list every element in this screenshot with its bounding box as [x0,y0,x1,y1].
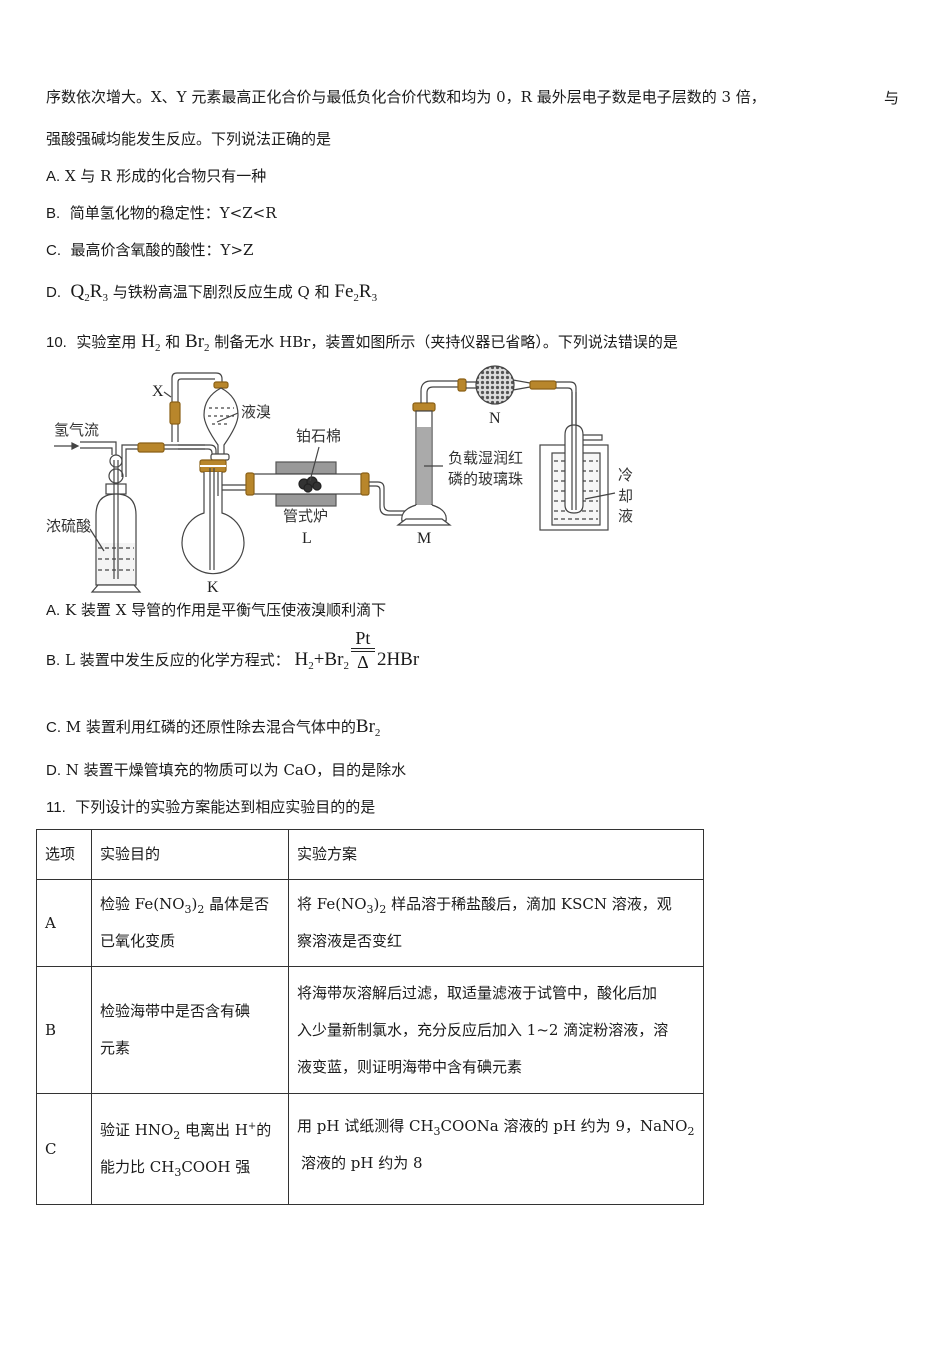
table-row: C 验证 HNO2 电离出 H+的 能力比 CH3COOH 强 用 pH 试纸测… [36,1093,704,1205]
label-coolant-2: 却 [618,487,633,505]
row-purpose: 检验 Fe(NO3)2 晶体是否 已氧化变质 [91,879,289,967]
option-text: 最高价含氧酸的酸性：Y>Z [70,241,254,259]
question-number: 11. [46,799,66,816]
formula-q2r3: Q2R3 [70,281,108,304]
row-plan: 将 Fe(NO3)2 样品溶于稀盐酸后，滴加 KSCN 溶液，观 察溶液是否变红 [288,879,704,967]
option-label: C. [46,719,61,736]
table-row: B 检验海带中是否含有碘 元素 将海带灰溶解后过滤，取适量滤液于试管中，酸化后加… [36,966,704,1094]
equation: H2+Br2 [294,649,349,672]
option-label: D. [46,762,61,779]
label-platinum-asbestos: 铂石棉 [296,427,341,445]
option-label: A. [46,602,61,619]
label-tube-furnace: 管式炉 [283,507,328,525]
apparatus-diagram: 氢气流 浓硫酸 X 液溴 K 铂石棉 管式炉 L 负载湿润红 磷的玻璃珠 M N… [46,365,633,596]
table-row: A 检验 Fe(NO3)2 晶体是否 已氧化变质 将 Fe(NO3)2 样品溶于… [36,879,704,967]
separatory-funnel [203,381,239,461]
option-label: D. [46,284,61,301]
option-text: 与铁粉高温下剧烈反应生成 Q 和 [112,283,330,301]
header-option: 选项 [36,829,92,880]
option-text: X 与 R 形成的化合物只有一种 [64,167,267,185]
q9-option-b: B. 简单氢化物的稳定性：Y<Z<R [46,203,277,224]
label-m: M [417,530,431,547]
cold-trap [539,392,616,531]
drying-column-m [396,380,458,526]
label-hydrogen-flow: 氢气流 [54,421,99,439]
label-coolant-3: 液 [618,507,633,525]
tube-furnace-l [245,446,415,516]
option-label: B. [46,652,61,669]
q9-option-a: A. X 与 R 形成的化合物只有一种 [46,166,266,187]
formula-br2: Br2 [355,716,381,739]
option-label: B. [46,205,61,222]
q9-option-c: C. 最高价含氧酸的酸性：Y>Z [46,240,253,261]
q11-stem: 11. 下列设计的实验方案能达到相应实验目的的是 [46,798,376,816]
label-red-phosphorus-1: 负载湿润红 [448,449,523,467]
gas-wash-bottle [89,444,205,593]
q9-option-d: D. Q2R3 与铁粉高温下剧烈反应生成 Q 和 Fe2R3 [46,281,378,304]
experiment-table: 选项 实验目的 实验方案 A 检验 Fe(NO3)2 晶体是否 已氧化变质 将 … [36,829,704,1205]
formula-h2: H2 [141,331,161,354]
q9-stem-line-1: 序数依次增大。X、Y 元素最高正化合价与最低负化合价代数和均为 0，R 最外层电… [46,88,766,106]
option-text: L 装置中发生反应的化学方程式： [64,651,290,669]
option-label: A. [46,168,61,185]
q10-option-d: D. N 装置干燥管填充的物质可以为 CaO，目的是除水 [46,760,406,781]
option-text: N 装置干燥管填充的物质可以为 CaO，目的是除水 [65,761,407,779]
row-option: C [36,1093,92,1205]
row-option: B [36,966,92,1094]
row-plan: 将海带灰溶解后过滤，取适量滤液于试管中，酸化后加 入少量新制氯水，充分反应后加入… [288,966,704,1094]
q9-stem-line-2: 强酸强碱均能发生反应。下列说法正确的是 [46,130,332,148]
row-purpose: 检验海带中是否含有碘 元素 [91,966,289,1094]
header-plan: 实验方案 [288,829,704,880]
q9-stem-line-1-end: 与 [884,89,900,107]
q10-option-a: A. K 装置 X 导管的作用是平衡气压使液溴顺利滴下 [46,600,386,621]
balance-tube-x [163,372,223,442]
option-text: K 装置 X 导管的作用是平衡气压使液溴顺利滴下 [64,601,387,619]
q10-option-c: C. M 装置利用红磷的还原性除去混合气体中的Br2 [46,716,381,739]
platinum-asbestos [298,476,322,493]
formula-br2: Br2 [185,331,210,354]
label-coolant-1: 冷 [618,466,633,484]
label-conc-sulfuric-acid: 浓硫酸 [46,517,91,535]
label-l: L [302,530,312,547]
table-header-row: 选项 实验目的 实验方案 [36,829,704,880]
question-number: 10. [46,334,67,351]
header-purpose: 实验目的 [91,829,289,880]
option-text: 简单氢化物的稳定性：Y<Z<R [69,204,277,222]
label-red-phosphorus-2: 磷的玻璃珠 [448,470,523,488]
option-label: C. [46,242,61,259]
label-x: X [152,383,164,400]
label-k: K [207,579,219,596]
label-n: N [489,410,501,427]
label-liquid-bromine: 液溴 [241,403,271,421]
row-plan: 用 pH 试纸测得 CH3COONa 溶液的 pH 约为 9，NaNO2 溶液的… [288,1093,704,1205]
q10-stem: 10. 实验室用 H2 和 Br2 制备无水 HBr，装置如图所示（夹持仪器已省… [46,331,678,354]
row-purpose: 验证 HNO2 电离出 H+的 能力比 CH3COOH 强 [91,1093,289,1205]
drying-tube-n [457,365,577,525]
hydrogen-flow-arrow-icon [54,442,80,450]
row-option: A [36,879,92,967]
formula-fe2r3: Fe2R3 [334,281,378,304]
option-text: M 装置利用红磷的还原性除去混合气体中的 [65,718,356,736]
round-bottom-flask-k [181,459,248,575]
